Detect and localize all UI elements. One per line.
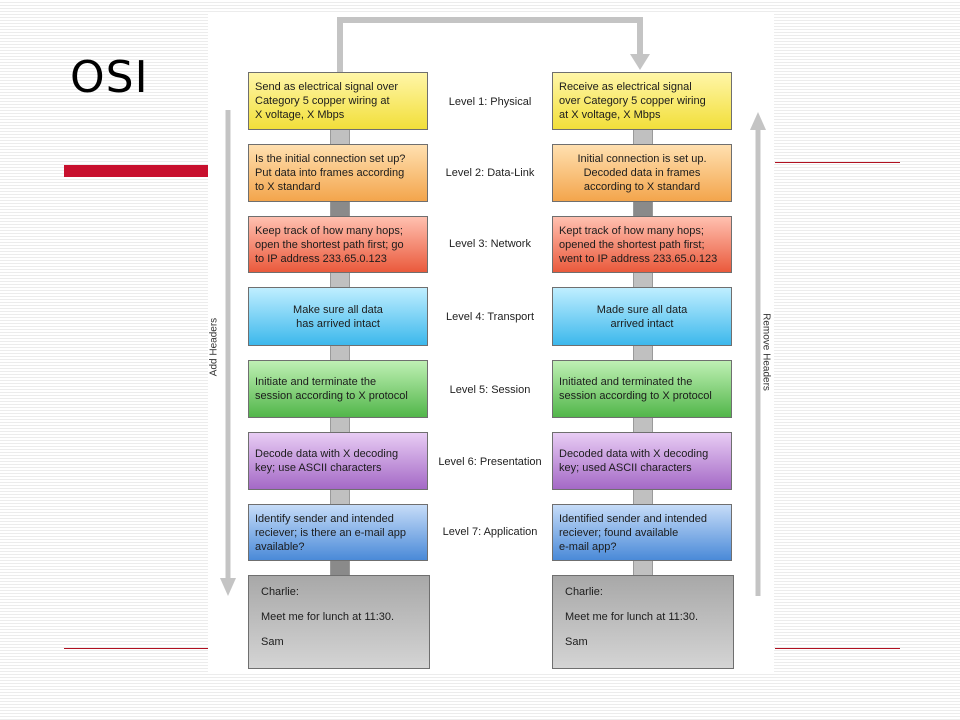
- remove-headers-label: Remove Headers: [760, 313, 772, 391]
- receive-connector-4: [633, 346, 653, 360]
- receive-box-level-2: Initial connection is set up. Decoded da…: [552, 144, 732, 202]
- send-box-level-2: Is the initial connection set up? Put da…: [248, 144, 428, 202]
- receive-box-level-1: Receive as electrical signal over Catego…: [552, 72, 732, 130]
- slide-title: OSI: [70, 52, 149, 103]
- message-body: Meet me for lunch at 11:30.: [261, 611, 395, 623]
- receive-box-level-6: Decoded data with X decoding key; used A…: [552, 432, 732, 490]
- receive-connector-7: [633, 561, 653, 575]
- receive-connector-3: [633, 273, 653, 287]
- level-label-5: Level 5: Session: [449, 384, 531, 396]
- add-headers-label: Add Headers: [208, 317, 220, 377]
- message-greeting: Charlie:: [261, 586, 299, 598]
- message-body: Meet me for lunch at 11:30.: [565, 611, 699, 623]
- level-label-1: Level 1: Physical: [448, 96, 532, 108]
- send-box-level-1: Send as electrical signal over Category …: [248, 72, 428, 130]
- remove-headers-arrowhead: [750, 112, 766, 130]
- message-signature: Sam: [565, 636, 588, 648]
- send-box-level-5: Initiate and terminate the session accor…: [248, 360, 428, 418]
- message-greeting: Charlie:: [565, 586, 603, 598]
- receive-message-box: Charlie: Meet me for lunch at 11:30. Sam: [552, 575, 734, 669]
- send-connector-1: [330, 130, 350, 144]
- top-crossover-arrow-line: [337, 17, 643, 72]
- send-message-box: Charlie: Meet me for lunch at 11:30. Sam: [248, 575, 430, 669]
- send-box-level-6: Decode data with X decoding key; use ASC…: [248, 432, 428, 490]
- title-accent-bar: [64, 165, 210, 177]
- send-connector-5: [330, 418, 350, 432]
- send-connector-7: [330, 561, 350, 575]
- send-box-level-7: Identify sender and intended reciever; i…: [248, 504, 428, 561]
- send-connector-2: [330, 202, 350, 216]
- receive-connector-2: [633, 202, 653, 216]
- add-headers-arrowhead: [220, 578, 236, 596]
- level-label-6: Level 6: Presentation: [438, 456, 542, 468]
- receive-box-level-4: Made sure all data arrived intact: [552, 287, 732, 346]
- send-connector-6: [330, 490, 350, 504]
- receive-box-level-7: Identified sender and intended reciever;…: [552, 504, 732, 561]
- send-connector-3: [330, 273, 350, 287]
- accent-line-lower-right: [775, 648, 900, 649]
- receive-connector-5: [633, 418, 653, 432]
- receive-box-level-3: Kept track of how many hops; opened the …: [552, 216, 732, 273]
- level-label-4: Level 4: Transport: [445, 311, 535, 323]
- message-signature: Sam: [261, 636, 284, 648]
- send-connector-4: [330, 346, 350, 360]
- top-crossover-arrowhead: [630, 54, 650, 70]
- receive-connector-1: [633, 130, 653, 144]
- level-label-3: Level 3: Network: [449, 238, 531, 250]
- level-label-2: Level 2: Data-Link: [445, 167, 535, 179]
- send-box-level-3: Keep track of how many hops; open the sh…: [248, 216, 428, 273]
- level-label-7: Level 7: Application: [442, 526, 538, 538]
- accent-line-upper: [775, 162, 900, 163]
- accent-line-lower-left: [64, 648, 208, 649]
- send-box-level-4: Make sure all data has arrived intact: [248, 287, 428, 346]
- receive-connector-6: [633, 490, 653, 504]
- receive-box-level-5: Initiated and terminated the session acc…: [552, 360, 732, 418]
